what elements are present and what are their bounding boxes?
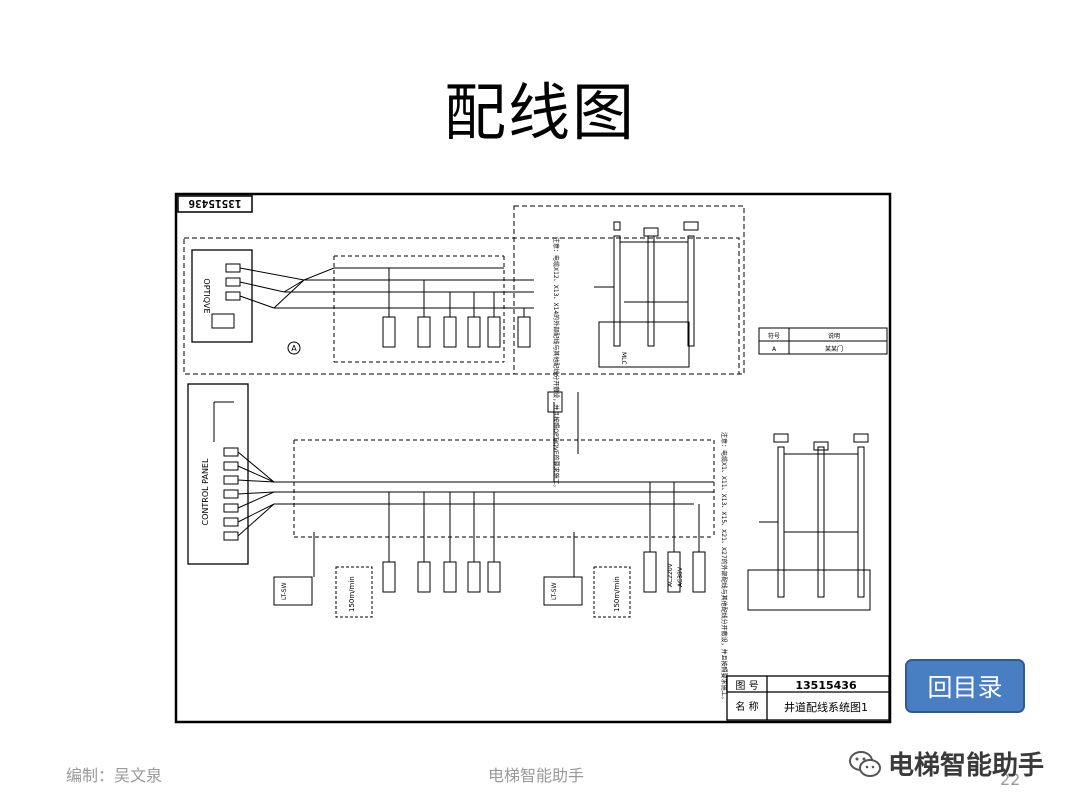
title-block: [726, 675, 890, 721]
legend-col-2: 说明: [828, 332, 840, 340]
sw-label-2: LT-SW: [551, 582, 558, 600]
back-to-contents-button[interactable]: 回目录: [905, 659, 1025, 713]
watermark-text: 电梯智能助手: [888, 751, 1045, 781]
power-label-2: AC38V: [677, 566, 684, 587]
note-lower: 注意：电缆X1、X11、X13、X15、X21、X27的外部配线与其他配线分开敷…: [720, 432, 728, 703]
optiqve-label: OPTIQVE: [202, 278, 211, 313]
slide-title: 配线图: [443, 76, 636, 149]
wiring-diagram: 13515436 OPTIQVE A 注意：电缆X12、X13、X14的外部配线…: [174, 192, 892, 724]
titleblock-value-2: 井道配线系统图1: [784, 700, 868, 714]
legend-row-mark: A: [772, 346, 777, 353]
titleblock-label-2: 名 称: [735, 700, 758, 713]
wechat-icon: [849, 750, 881, 777]
upper-dashed-zone: [183, 237, 740, 375]
upper-shaft-zone: [513, 205, 745, 375]
legend-col-1: 符号: [768, 332, 780, 340]
control-panel-box: [187, 383, 249, 565]
page-number: 22: [1000, 770, 1021, 789]
note-upper: 注意：电缆X12、X13、X14的外部配线与其他配线分开敷设，并且按照OPTIQ…: [552, 237, 560, 491]
wiring-diagram-svg: 13515436 OPTIQVE A 注意：电缆X12、X13、X14的外部配线…: [174, 192, 892, 724]
legend-row-text: 某某门: [825, 345, 843, 353]
circle-mark-label: A: [291, 344, 297, 353]
speed-label-2: 150m/min: [613, 576, 621, 612]
drawing-number-top: 13515436: [188, 197, 241, 210]
titleblock-label-1: 图 号: [735, 680, 758, 692]
drawing-frame: [174, 192, 892, 724]
circle-mark: [287, 341, 301, 355]
watermark: 电梯智能助手: [848, 745, 1044, 782]
speed-label-1: 150m/min: [348, 576, 356, 612]
footer-author: 编制：吴文泉: [66, 766, 163, 785]
legend-table: [758, 327, 888, 355]
drawing-number-box: [177, 195, 253, 213]
sw-label-1: LT-SW: [281, 582, 288, 600]
titleblock-value-1: 13515436: [795, 679, 857, 692]
mlc-label: MLC: [620, 352, 627, 365]
optiqve-box: [191, 249, 253, 343]
power-label-1: AC220V: [667, 562, 674, 587]
control-panel-label: CONTROL PANEL: [201, 458, 210, 525]
footer-center-text: 电梯智能助手: [488, 766, 585, 785]
